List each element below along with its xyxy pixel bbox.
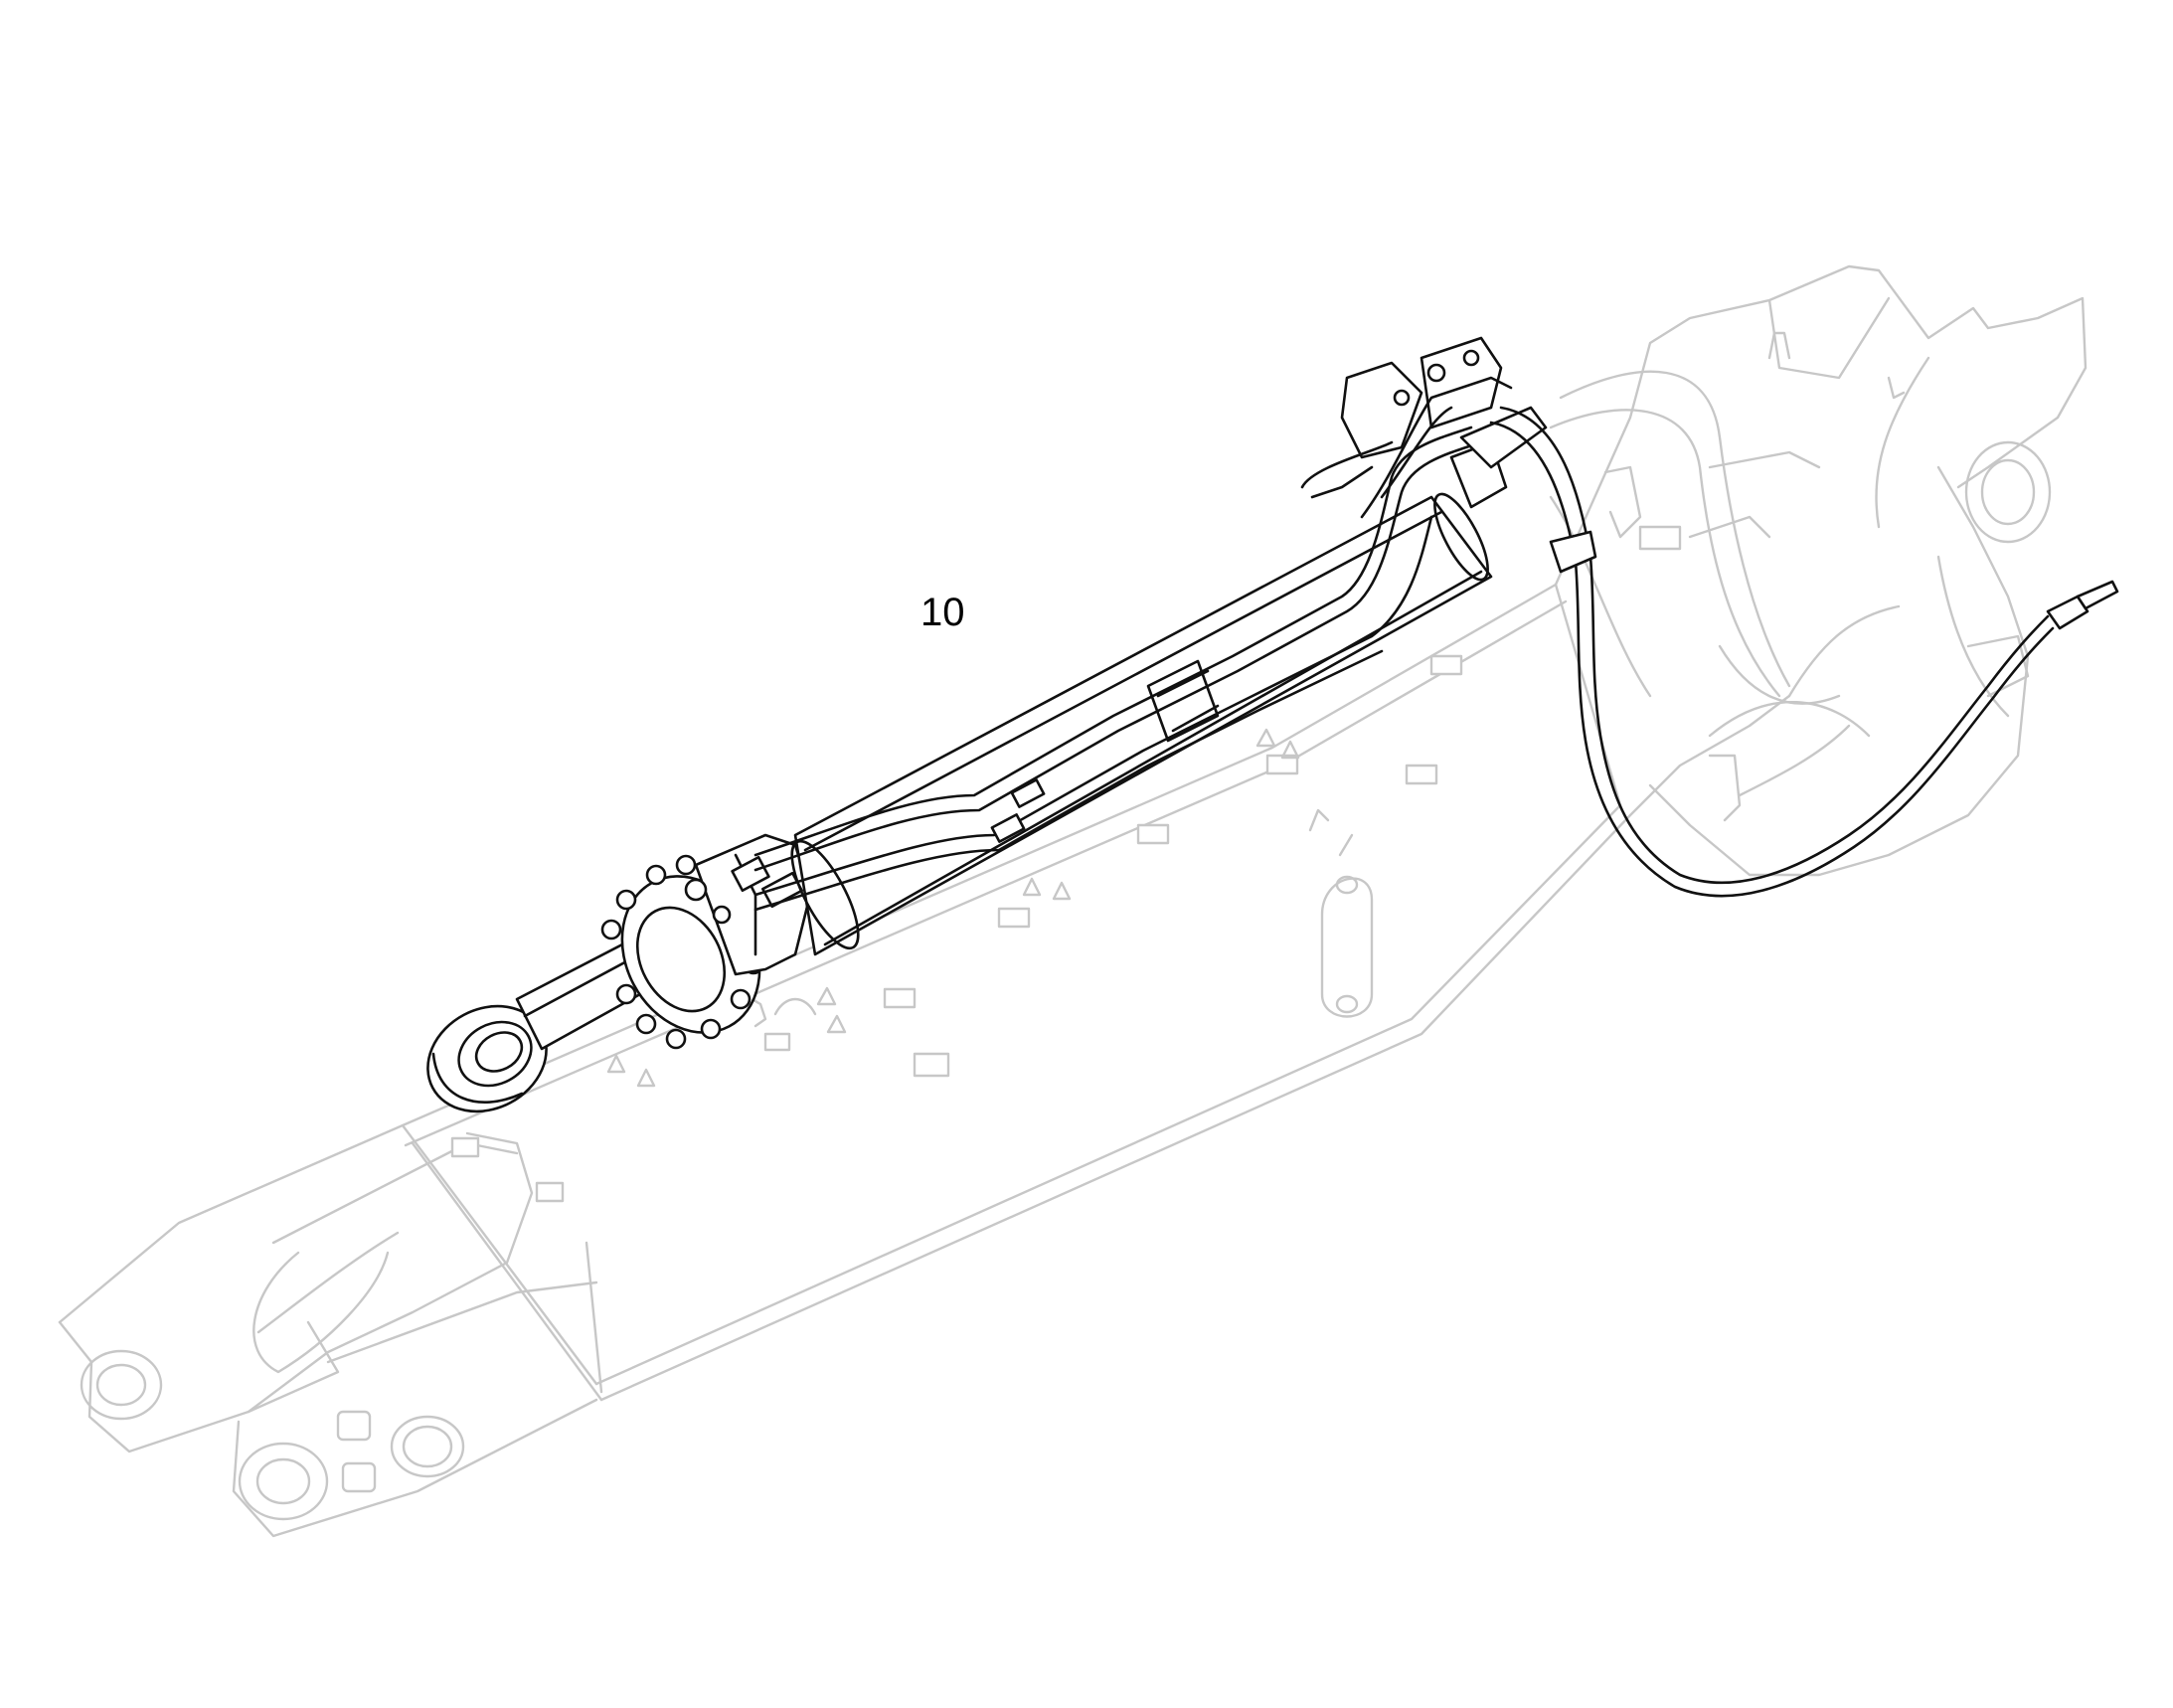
boom-structure	[58, 264, 2088, 1538]
callout-label-10: 10	[920, 591, 965, 634]
hydraulic-cylinder-item-10	[426, 336, 2119, 1113]
